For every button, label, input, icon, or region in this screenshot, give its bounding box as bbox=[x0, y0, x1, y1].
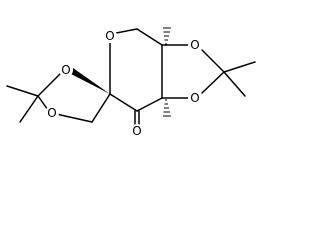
bond-cme2-right-methyl-1 bbox=[223, 61, 256, 73]
wedge-spiro-o bbox=[71, 68, 110, 94]
atom-dioxolane-left-o2-label: O bbox=[47, 106, 56, 120]
bond-c7a-carbonyl bbox=[136, 97, 163, 112]
bond-carbonyl-spiro bbox=[109, 93, 138, 112]
bond-cme2-left-o-upper bbox=[37, 73, 61, 97]
bond-o-right-upper-cme2 bbox=[201, 49, 225, 73]
atom-ring-oxygen: O bbox=[103, 29, 117, 43]
atom-dioxolane-left-o1-label: O bbox=[61, 63, 70, 77]
bond-spiro-ch2-left bbox=[91, 93, 111, 123]
atom-dioxolane-right-o2: O bbox=[188, 91, 202, 105]
bond-cme2-right-methyl-2 bbox=[223, 71, 246, 97]
atom-ring-oxygen-label: O bbox=[105, 29, 114, 43]
hash-bond-c7a bbox=[163, 99, 171, 117]
atom-dioxolane-right-o2-label: O bbox=[190, 91, 199, 105]
bond-ch2-c3a bbox=[136, 28, 163, 46]
atom-ketone-oxygen-label: O bbox=[132, 124, 141, 138]
bond-o-right-lower-cme2 bbox=[201, 71, 225, 94]
bond-cme2-left-methyl-2 bbox=[19, 95, 39, 123]
atom-ketone-oxygen: O bbox=[130, 124, 144, 138]
bond-cme2-left-methyl-1 bbox=[6, 85, 39, 97]
atom-dioxolane-right-o1: O bbox=[188, 38, 202, 52]
molecule-structure: O O O O O O bbox=[6, 27, 256, 138]
hash-bond-c3a bbox=[163, 27, 171, 45]
atom-dioxolane-left-o2: O bbox=[45, 106, 59, 120]
bond-ch2-left-o-lower bbox=[55, 113, 93, 123]
bond-o-lower-cme2-left bbox=[37, 95, 49, 111]
bond-ringO-ch2 bbox=[115, 28, 138, 34]
atom-dioxolane-right-o1-label: O bbox=[190, 38, 199, 52]
atom-dioxolane-left-o1: O bbox=[59, 63, 73, 77]
